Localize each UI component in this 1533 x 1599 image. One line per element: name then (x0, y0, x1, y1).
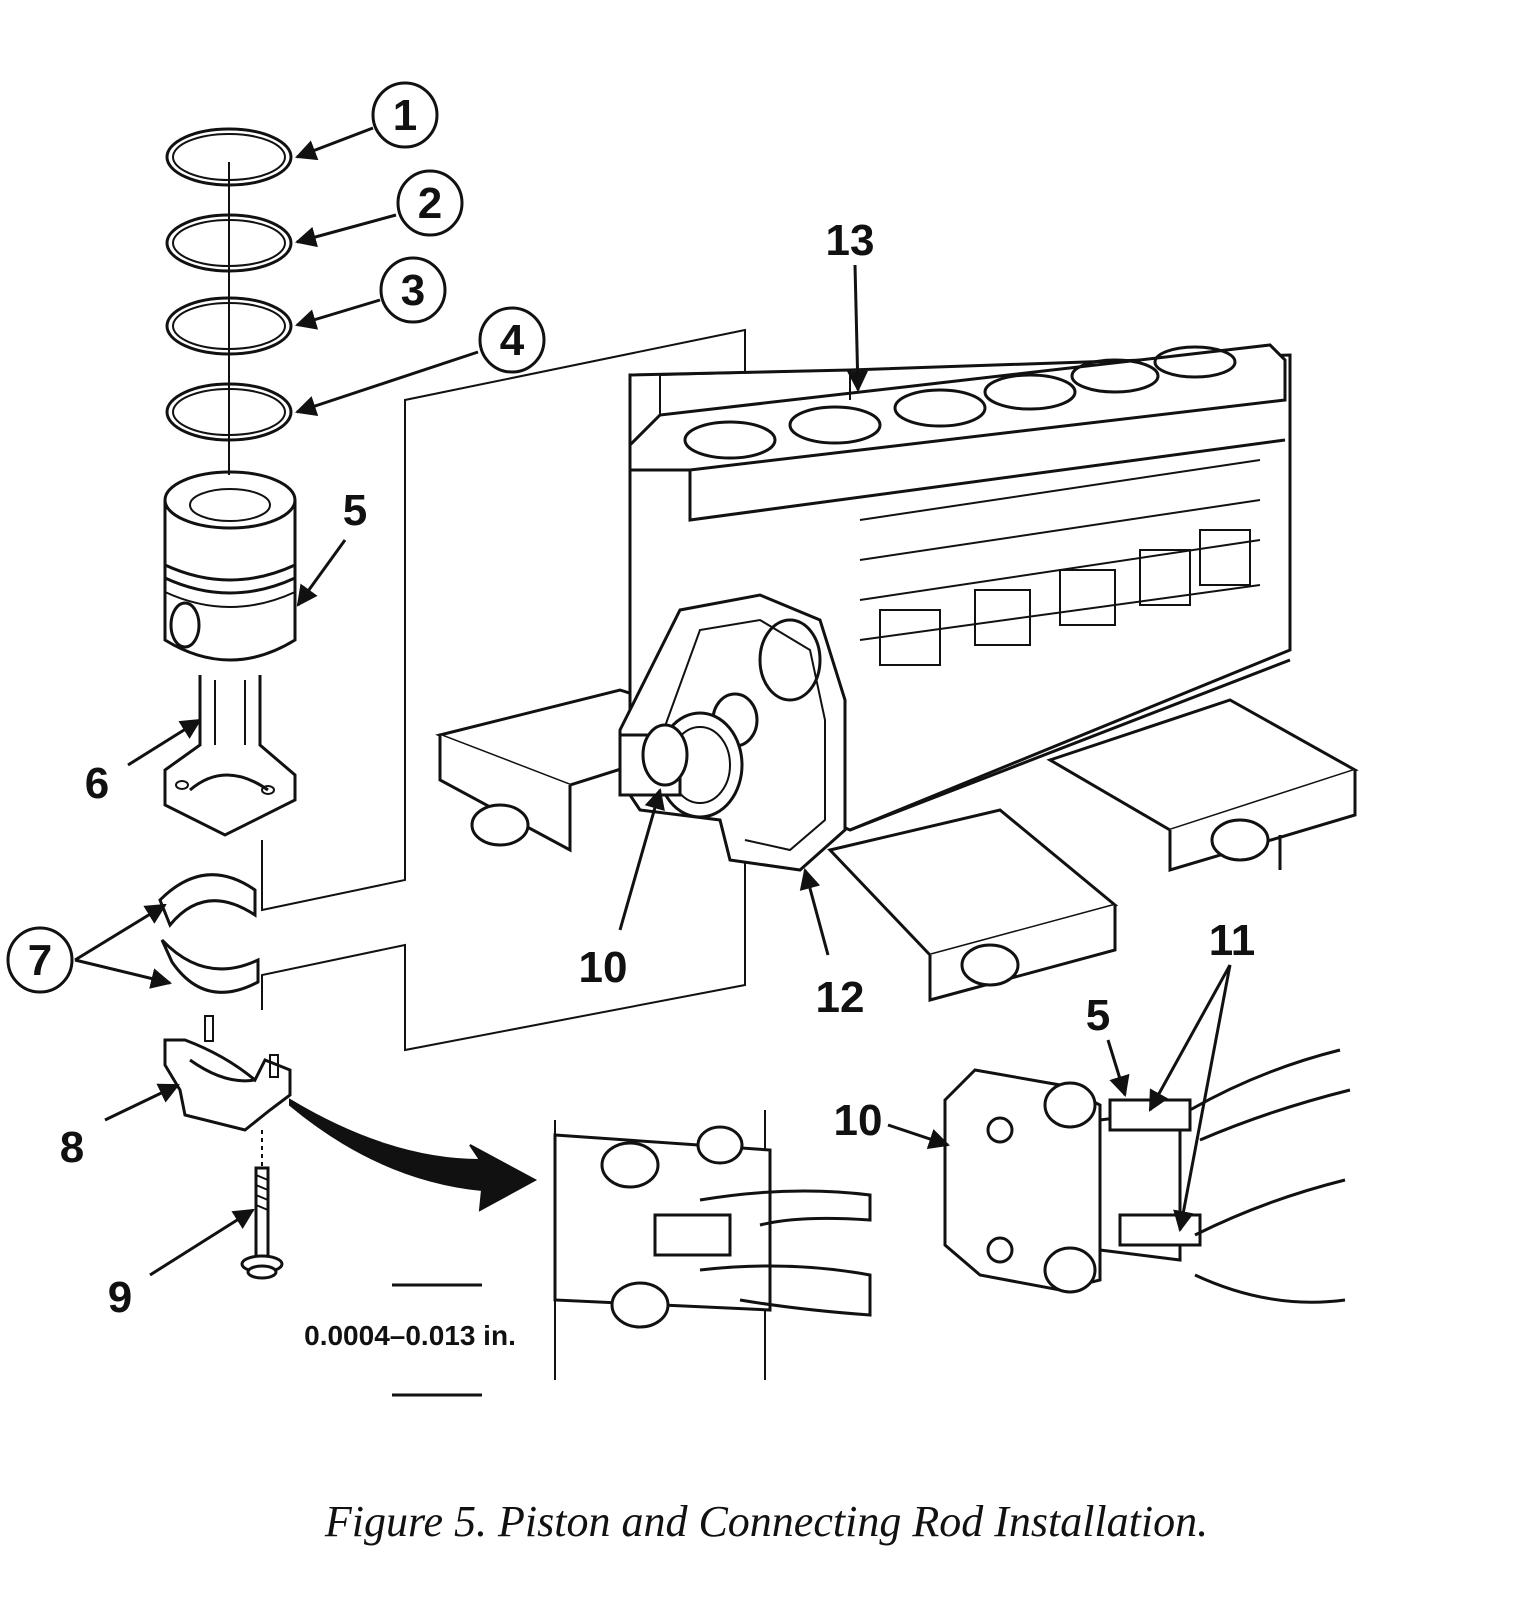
callout-arrows (74, 126, 1232, 1277)
callout-13: 13 (826, 216, 875, 265)
piston (163, 470, 297, 662)
callout-4: 4 (478, 306, 546, 374)
callout-5-inset: 5 (1086, 991, 1110, 1040)
callout-9: 9 (108, 1273, 132, 1322)
callout-12: 12 (816, 973, 865, 1022)
connecting-rod (163, 675, 297, 837)
rod-cap (163, 1015, 292, 1132)
clearance-measurement: 0.0004–0.013 in. (304, 1320, 516, 1351)
rod-bolt (240, 1130, 284, 1280)
callout-3: 3 (379, 256, 447, 324)
callout-10: 10 (579, 943, 628, 992)
inset-torque-detail (289, 1098, 872, 1380)
svg-text:2: 2 (418, 179, 442, 228)
svg-text:1: 1 (393, 91, 417, 140)
svg-text:7: 7 (28, 936, 52, 985)
engine-block (435, 343, 1359, 1002)
callout-11: 11 (1209, 916, 1256, 965)
callout-7: 7 (6, 926, 74, 994)
callout-10-inset: 10 (834, 1096, 883, 1145)
callout-1: 1 (371, 81, 439, 149)
callout-6: 6 (85, 759, 109, 808)
callout-2: 2 (396, 169, 464, 237)
svg-text:4: 4 (500, 316, 525, 365)
figure-caption: Figure 5. Piston and Connecting Rod Inst… (324, 1497, 1209, 1546)
callout-8: 8 (60, 1123, 84, 1172)
bearing-shells (158, 873, 260, 994)
inset-gear-pin-detail (943, 1048, 1351, 1304)
svg-text:3: 3 (401, 266, 425, 315)
callout-5: 5 (343, 486, 367, 535)
